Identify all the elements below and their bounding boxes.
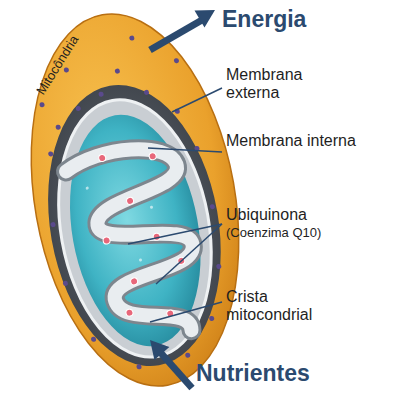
leader-line: [150, 302, 222, 322]
crista: [64, 141, 207, 347]
input-label: Nutrientes: [196, 360, 386, 386]
leader-lines: [128, 88, 222, 322]
part-label: Ubiquinona: [226, 206, 386, 224]
mitochondrion-body: [4, 0, 266, 400]
leader-line: [148, 148, 222, 152]
leader-line: [128, 224, 222, 244]
leader-line: [172, 88, 222, 112]
ubiquinone-dots: [88, 144, 194, 327]
arrow-shaft: [150, 20, 202, 50]
arrow-head: [195, 10, 216, 28]
outer-membrane: [4, 0, 266, 400]
nutrient-arrow: [150, 340, 192, 388]
output-label: Energia: [222, 6, 382, 32]
arrow-head: [150, 340, 169, 360]
energy-arrow: [150, 10, 215, 50]
matrix-specks: [85, 176, 177, 357]
part-label: Crista mitocondrial: [226, 288, 356, 325]
inner-membrane: [39, 88, 230, 370]
crista-edge: [64, 141, 207, 347]
part-label: Membrana interna: [226, 132, 356, 150]
leader-line: [156, 224, 222, 284]
part-sublabel: (Coenzima Q10): [226, 226, 396, 241]
arrow-shaft: [160, 352, 192, 388]
part-label: Membrana externa: [226, 66, 356, 103]
intermembrane-space: [27, 71, 242, 380]
